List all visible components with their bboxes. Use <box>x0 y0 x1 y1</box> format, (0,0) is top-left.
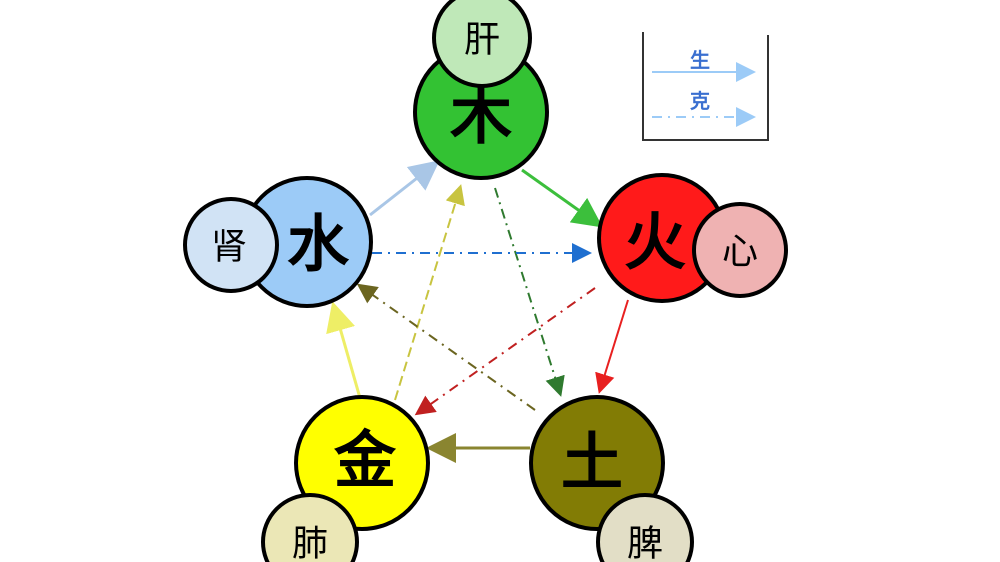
kidney-circle <box>183 197 279 293</box>
metal-label: 金 <box>333 424 397 497</box>
element-metal: 金 肺 <box>261 395 430 562</box>
water-label: 水 <box>287 208 350 281</box>
element-water: 水 肾 <box>183 176 373 308</box>
legend-generate-label: 生 <box>690 48 710 72</box>
spleen-label: 脾 <box>627 524 663 562</box>
element-earth: 土 脾 <box>529 395 694 562</box>
legend-frame <box>642 32 769 141</box>
fire-label: 火 <box>624 206 686 279</box>
arrow-metal-restrains-wood <box>394 184 465 401</box>
lung-circle <box>261 493 359 562</box>
spleen-circle <box>596 493 694 562</box>
lung-label: 肺 <box>292 524 328 562</box>
element-fire: 火 心 <box>597 173 788 303</box>
arrow-water-to-wood <box>369 160 440 217</box>
wood-label: 木 <box>450 80 512 153</box>
liver-label: 肝 <box>464 20 500 61</box>
legend: 生 克 <box>642 32 769 141</box>
arrow-wood-restrains-earth <box>494 187 565 397</box>
heart-circle <box>692 202 788 298</box>
arrow-fire-restrains-metal <box>414 287 596 416</box>
arrow-fire-to-earth <box>595 299 629 394</box>
earth-label: 土 <box>561 426 623 499</box>
heart-label: 心 <box>722 232 758 273</box>
metal-circle <box>294 395 430 531</box>
element-wood: 木 肝 <box>413 0 549 180</box>
legend-restrain-label: 克 <box>690 89 710 113</box>
kidney-label: 肾 <box>211 227 247 268</box>
arrow-wood-to-fire <box>521 168 603 228</box>
arrow-metal-to-water <box>326 301 362 399</box>
liver-circle <box>432 0 532 88</box>
